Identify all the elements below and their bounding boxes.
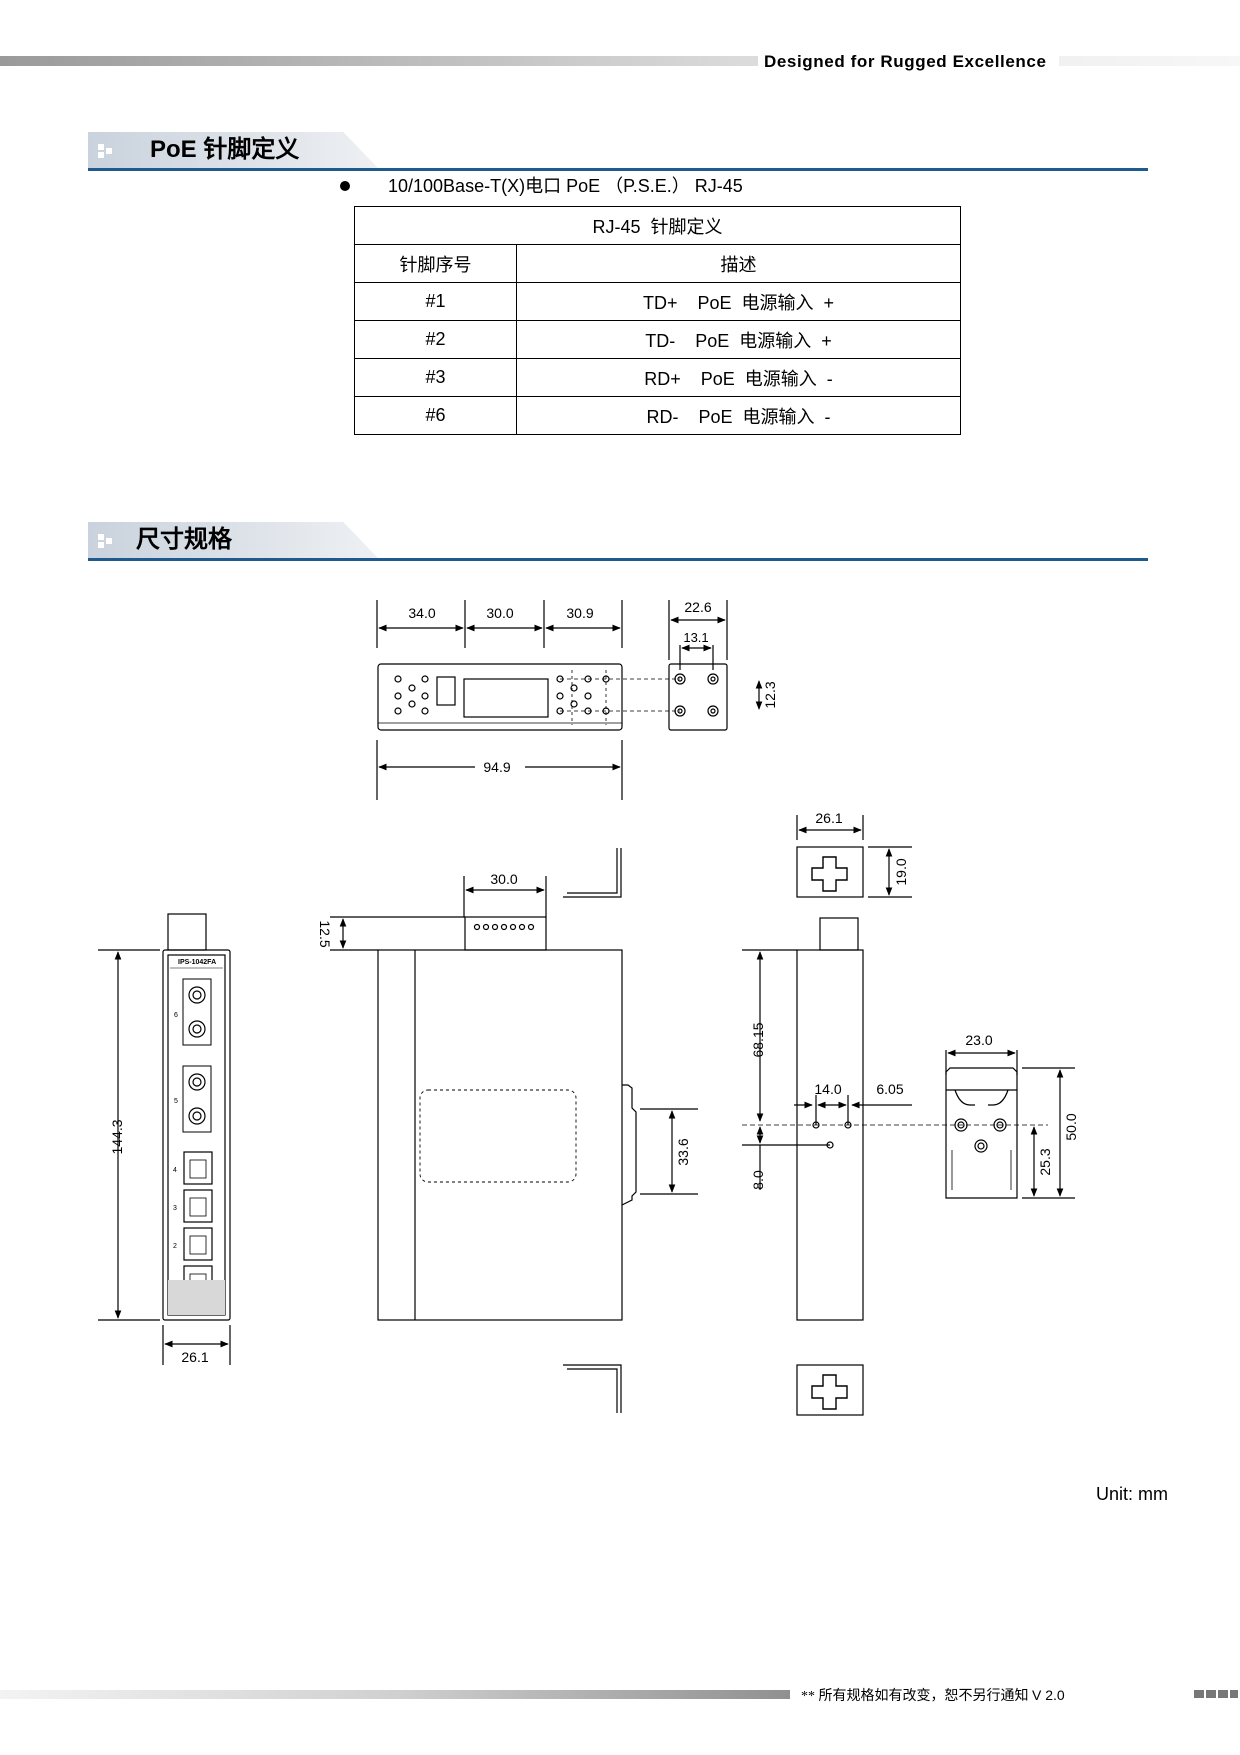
- dim-front-w: 26.1: [181, 1349, 208, 1365]
- dimension-section-header: 尺寸规格: [88, 522, 1148, 562]
- dim-depth-a: 68.15: [750, 1022, 766, 1057]
- poe-section-title: PoE 针脚定义: [150, 136, 300, 163]
- footer-square-icon: [1194, 1690, 1204, 1698]
- din-clip-view: 23.0 50.0 25.3: [945, 1032, 1079, 1199]
- port-number: 5: [174, 1098, 178, 1105]
- dim-front-h: 144.3: [109, 1119, 125, 1154]
- dim-din-w: 23.0: [965, 1032, 992, 1048]
- header-tagline: Designed for Rugged Excellence: [758, 50, 1059, 74]
- dim-top-total: 94.9: [483, 759, 510, 775]
- table-row: #3 RD+ PoE 电源输入 -: [354, 358, 961, 397]
- port-number: 6: [174, 1012, 178, 1019]
- table-row: #6 RD- PoE 电源输入 -: [354, 396, 961, 435]
- dim-din-h: 50.0: [1063, 1113, 1079, 1140]
- dim-side-h: 12.3: [762, 681, 778, 708]
- dim-conn-w: 30.0: [490, 871, 517, 887]
- dim-clip-w: 26.1: [815, 810, 842, 826]
- dim-hole-a: 14.0: [814, 1081, 841, 1097]
- dim-top-a: 34.0: [408, 605, 435, 621]
- dim-top-b: 30.0: [486, 605, 513, 621]
- dim-conn-h: 12.5: [317, 920, 333, 947]
- model-label: IPS-1042FA: [178, 959, 216, 966]
- poe-bullet-text: 10/100Base-T(X)电口 PoE （P.S.E.） RJ-45: [388, 176, 743, 196]
- footer-note-text: ** 所有规格如有改变，恕不另行通知: [801, 1689, 1029, 1704]
- dim-din-c: 25.3: [1037, 1148, 1053, 1175]
- footer-square-icon: [1206, 1690, 1216, 1698]
- pin-cell: #1: [354, 282, 517, 321]
- dimension-section-title: 尺寸规格: [136, 526, 232, 553]
- dim-side-w: 22.6: [684, 599, 711, 615]
- port-number: 3: [173, 1205, 177, 1212]
- rear-view: 26.1 19.0 68.15 8.0 14.0 6.05: [742, 810, 1048, 1416]
- front-view: IPS-1042FA 6 5 4 3 2 1 144.3 26.1: [98, 913, 231, 1365]
- footer-note: ** 所有规格如有改变，恕不另行通知 V 2.0: [801, 1685, 1065, 1705]
- side-view: 30.0 12.5 33.6: [317, 848, 698, 1413]
- side-plate-view: 22.6 13.1 12.3: [668, 599, 778, 731]
- rj45-pin-table: RJ-45 针脚定义 针脚序号 描述 #1 TD+ PoE 电源输入 + #2 …: [354, 206, 961, 435]
- table-caption: RJ-45 针脚定义: [354, 206, 961, 245]
- port-number: 2: [173, 1243, 177, 1250]
- footer-square-icon: [1230, 1690, 1238, 1698]
- footer-version: V 2.0: [1032, 1687, 1065, 1703]
- port-number: 4: [173, 1167, 177, 1174]
- footer-bar: [0, 1690, 790, 1699]
- desc-cell: RD- PoE 电源输入 -: [516, 396, 961, 435]
- bullet-icon: [340, 181, 350, 191]
- dim-hole-b: 6.05: [876, 1081, 903, 1097]
- pin-cell: #3: [354, 358, 517, 397]
- desc-cell: TD- PoE 电源输入 +: [516, 320, 961, 359]
- dim-top-c: 30.9: [566, 605, 593, 621]
- footer-square-icon: [1218, 1690, 1228, 1698]
- dim-clip-h: 19.0: [893, 858, 909, 885]
- pin-cell: #6: [354, 396, 517, 435]
- dim-side-hole: 13.1: [683, 630, 708, 645]
- top-view: 34.0 30.0 30.9 94.9: [376, 600, 680, 800]
- dim-depth-b: 8.0: [750, 1170, 766, 1190]
- header-bar: [0, 56, 1240, 66]
- dim-rail-h: 33.6: [675, 1138, 691, 1165]
- poe-section-header: PoE 针脚定义: [88, 132, 1148, 172]
- unit-label: Unit: mm: [1096, 1484, 1168, 1504]
